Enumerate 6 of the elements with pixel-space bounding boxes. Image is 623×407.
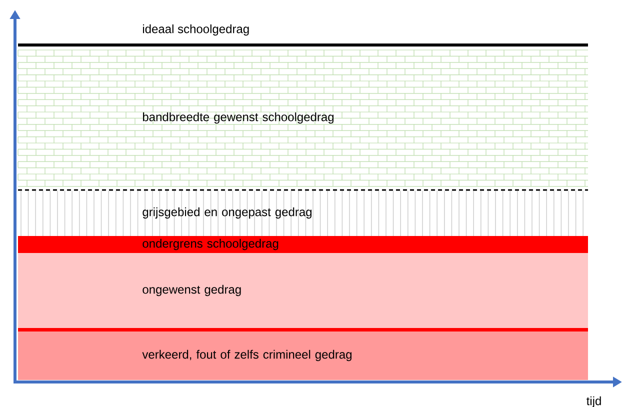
label: ideaal schoolgedrag	[143, 24, 249, 36]
band: verkeerd, fout of zelfs crimineel gedrag	[18, 328, 588, 380]
band: ongewenst gedrag	[18, 253, 588, 328]
band: ondergrens schoolgedrag	[18, 236, 588, 253]
band: bandbreedte gewenst schoolgedrag	[18, 50, 588, 187]
band: grijsgebied en ongepast gedrag	[20, 190, 584, 236]
